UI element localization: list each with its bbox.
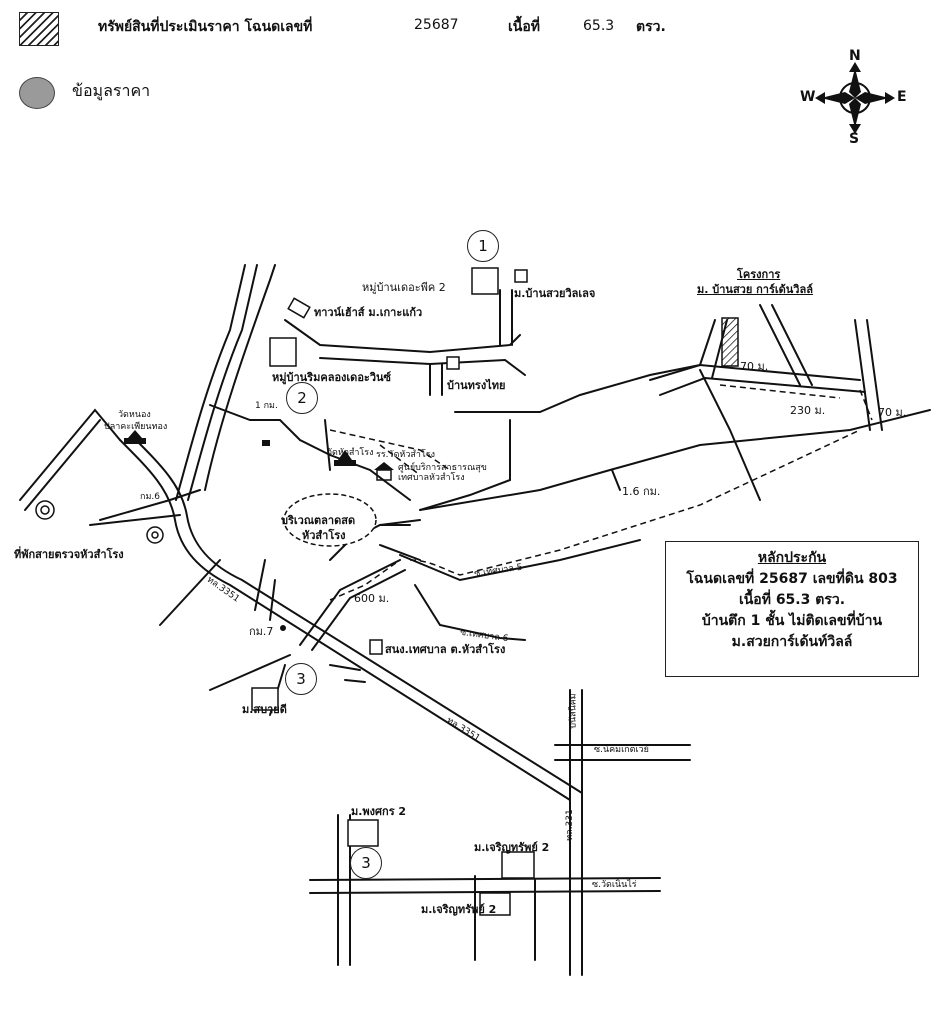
label-health-center: ศูนย์บริการสาธารณสุข [398,463,487,473]
price-data-legend-label: ข้อมูลราคา [72,81,151,100]
label-sabaidee: ม.สบายดี [242,703,287,716]
collateral-line-3: บ้านตึก 1 ชั้น ไม่ติดเลขที่บ้าน [701,613,883,629]
label-police: ที่พักสายตรวจหัวสำโรง [14,548,124,561]
label-dist-600: 600 ม. [354,592,390,605]
label-wat-road: ซ.วัดเนินไร่ [592,880,637,890]
label-charoensap-1: ม.เจริญทรัพย์ 2 [474,841,550,854]
label-market-2: หัวสำโรง [302,529,346,542]
collateral-info-box: หลักประกัน โฉนดเลขที่ 25687 เลขที่ดิน 80… [665,541,919,677]
label-school: รร.วัดหัวสำโรง [376,450,436,460]
label-market-1: บริเวณตลาดสด [281,514,356,527]
price-data-marker-1: 1 [467,230,499,262]
label-village-delphi2: หมู่บ้านเดอะพีค 2 [362,281,446,294]
label-charoensap-2: ม.เจริญทรัพย์ 2 [421,903,497,916]
label-health-center2: เทศบาลหัวสำโรง [398,473,465,483]
label-wat-thai: วัดหนอง [118,410,151,420]
label-panat-road: ปนัสนิคม [568,693,579,729]
label-nikom-road: ซ.นิคมเกตเวย์ [594,745,649,755]
area-label: เนื้อที่ [508,19,540,35]
label-project-1: โครงการ [737,268,781,281]
collateral-line-1: โฉนดเลขที่ 25687 เลขที่ดิน 803 [686,571,898,587]
label-km7: กม.7 [249,625,274,638]
compass-n: N [849,48,861,64]
label-canal-village: หมู่บ้านริมคลองเดอะวินซ์ [272,371,391,384]
compass-rose: N S W E [795,48,915,148]
label-dist-16km: 1.6 กม. [622,485,661,498]
label-wat-hua: วัดหัวสำโรง [327,448,374,458]
price-data-marker-3a: 3 [285,663,317,695]
compass-icon [815,62,895,134]
price-data-marker-3b: 3 [350,847,382,879]
label-dist-70b: 70 ม. [878,406,907,419]
road-3351-b [131,435,583,794]
price-data-legend-circle [19,77,55,109]
label-wat-thai2: ปลาคะเพียนทอง [104,422,168,432]
collateral-line-2: เนื้อที่ 65.3 ตรว. [738,592,846,608]
area-value: 65.3 [583,18,615,34]
collateral-line-4: ม.สวยการ์เด้นท์วิลล์ [731,634,853,650]
label-municipality-office: สนง.เทศบาล ต.หัวสำโรง [385,643,506,656]
hatch-legend-swatch [19,12,59,46]
compass-e: E [897,89,907,105]
delphi-plot [471,267,499,295]
label-km6: กม.6 [140,492,160,502]
subject-label: ทรัพย์สินที่ประเมินราคา โฉนดเลขที่ [98,19,313,35]
collateral-plot [721,317,739,367]
compass-w: W [800,89,816,105]
price-data-marker-2: 2 [286,382,318,414]
label-dist-1km: 1 กม. [255,401,278,411]
road-3351-a [119,439,571,801]
collateral-title: หลักประกัน [757,550,827,566]
compass-s: S [849,131,860,147]
label-thai-house: บ้านทรงไทย [447,379,506,392]
area-unit: ตรว. [636,19,666,35]
label-dist-230: 230 ม. [790,404,826,417]
label-townhouse: ทาวน์เฮ้าส์ ม.เกาะแก้ว [314,306,423,319]
deed-number: 25687 [414,17,459,33]
label-pongsakorn: ม.พงศกร 2 [351,805,407,818]
label-dist-70a: 70 ม. [740,360,769,373]
label-suay-village: ม.บ้านสวยวิลเลจ [514,287,596,300]
label-project-2: ม. บ้านสวย การ์เด้นวิลล์ [697,283,813,296]
label-road-331: ทล.331 [564,809,575,841]
